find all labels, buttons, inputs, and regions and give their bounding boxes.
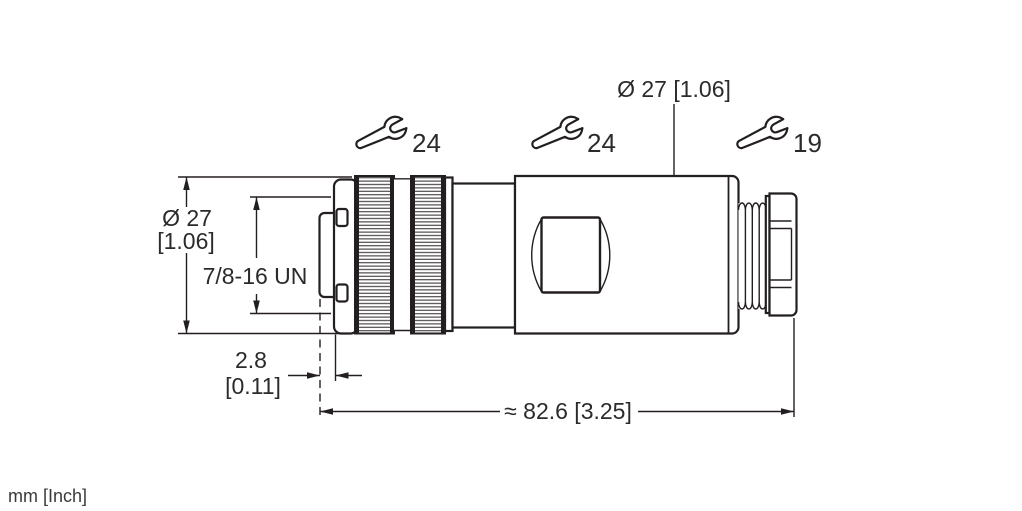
arrow-left	[335, 372, 349, 379]
arrow-up	[183, 177, 190, 190]
wrench-size-label: 19	[793, 128, 822, 158]
knurl-ribs	[355, 176, 394, 334]
arrow-up	[253, 197, 260, 210]
wrench-size-label: 24	[412, 128, 441, 158]
mid-cylinder	[451, 182, 517, 329]
arrow-down	[183, 320, 190, 334]
connector-body	[513, 174, 740, 335]
connector-drawing	[318, 174, 798, 335]
label-window	[531, 216, 611, 294]
wrench-size-label: 24	[587, 128, 616, 158]
front-offset-label-inch: [0.11]	[225, 373, 281, 399]
nut-diameter-label-mm: Ø 27	[162, 205, 212, 231]
units-note: mm [Inch]	[8, 486, 87, 506]
wrench-icon	[731, 112, 792, 157]
dimension-lines	[178, 104, 795, 417]
arrow-down	[253, 300, 260, 314]
knurl-band-2	[410, 175, 446, 335]
mounting-thread	[737, 202, 767, 310]
collar-lug-bottom	[335, 283, 349, 303]
coupling-nut-collar	[332, 178, 359, 335]
hex-nut-outline	[768, 192, 798, 317]
window-frame	[540, 216, 602, 294]
window-arc-left	[531, 218, 543, 292]
wrench-icon	[526, 112, 587, 157]
arrow-right	[781, 408, 794, 415]
collar-lug-top	[335, 207, 349, 228]
hex-nut	[768, 192, 798, 317]
coupling-thread-label: 7/8-16 UN	[203, 263, 308, 289]
knurl-gap	[394, 178, 411, 332]
dimension-arrowheads	[183, 177, 794, 415]
knurl-band-1	[354, 175, 395, 335]
body-diameter-label: Ø 27 [1.06]	[617, 76, 731, 102]
front-offset-label-mm: 2.8	[235, 347, 267, 373]
window-arc-right	[599, 218, 611, 292]
gap-face	[394, 178, 411, 331]
overall-length-label: ≈ 82.6 [3.25]	[504, 398, 632, 424]
arrow-right	[307, 372, 320, 379]
wrench-icon	[350, 112, 411, 157]
ring-strip	[443, 176, 454, 333]
nut-diameter-label-inch: [1.06]	[157, 228, 215, 254]
knurl-ribs	[411, 176, 445, 334]
arrow-left	[320, 408, 333, 415]
